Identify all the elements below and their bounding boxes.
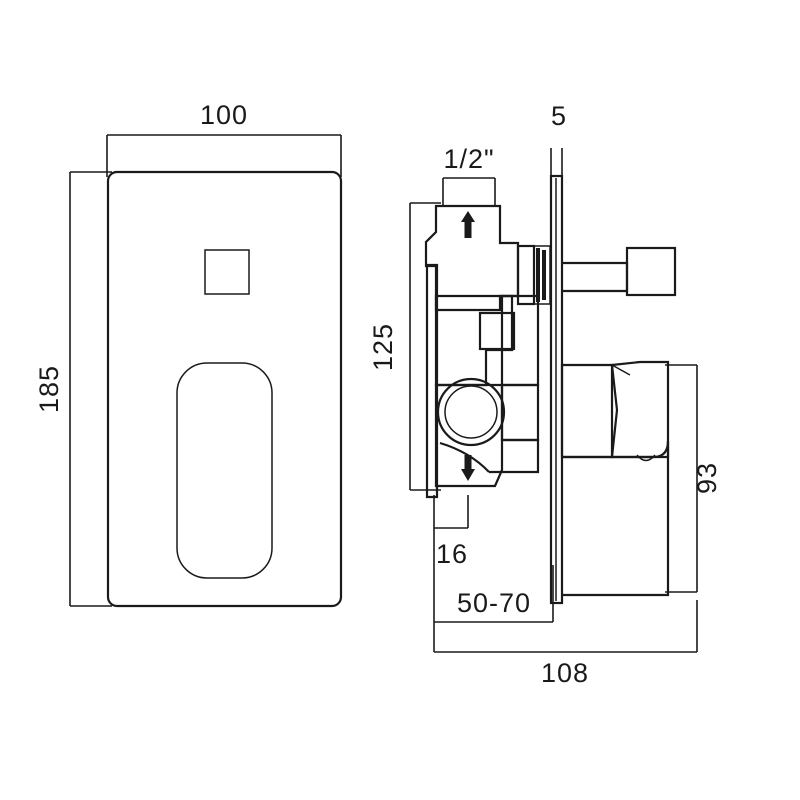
arrow-down-icon <box>461 455 475 481</box>
diverter-knob-square <box>478 311 516 351</box>
handle-base-block <box>560 363 614 459</box>
inlet-thread-value: 1/2" <box>443 144 494 174</box>
valve-body-neck <box>500 383 540 442</box>
gland-seal-2 <box>542 250 546 300</box>
front-elevation-view: 100 185 <box>34 100 343 608</box>
valve-mounting-rib <box>425 263 439 499</box>
inlet-thread-dimension: 1/2" <box>442 144 496 205</box>
valve-body-base-step <box>489 438 540 474</box>
valve-lower-chamfer <box>439 441 490 473</box>
body-height-dimension: 125 <box>368 202 441 491</box>
front-width-value: 100 <box>200 100 248 130</box>
front-height-value: 185 <box>34 365 64 413</box>
plate-thickness-value: 5 <box>551 101 567 131</box>
handle-height-value: 93 <box>692 462 722 494</box>
faceplate-outline <box>106 170 343 608</box>
side-section-view: 1/2" 5 125 93 16 <box>368 101 722 688</box>
front-height-dimension: 185 <box>34 171 112 607</box>
total-projection-value: 108 <box>541 658 589 688</box>
handle-split-line <box>611 364 631 376</box>
arrow-up-icon <box>461 211 475 238</box>
cartridge-port-inner-circle <box>444 385 498 439</box>
wall-depth-dimension: 50-70 <box>433 545 554 623</box>
handle-skirt-edge <box>562 441 670 597</box>
spindle-shaft <box>562 261 629 293</box>
lever-handle-assembly <box>560 360 670 597</box>
valve-inlet-body-outline <box>424 204 520 312</box>
handle-lever-body <box>610 360 670 459</box>
handle-thumb-recess <box>636 454 656 462</box>
outlet-offset-value: 16 <box>436 539 468 569</box>
outlet-offset-dimension: 16 <box>433 495 469 569</box>
cartridge-port-outer-circle <box>436 377 506 447</box>
gland-seal-1 <box>536 248 540 302</box>
lever-recess-outline <box>176 362 273 579</box>
diverter-button-square <box>204 249 250 295</box>
body-height-value: 125 <box>368 323 398 371</box>
diverter-spindle-assembly <box>562 246 677 297</box>
handle-height-dimension: 93 <box>665 364 722 593</box>
plate-thickness-dimension: 5 <box>550 101 567 176</box>
wall-depth-value: 50-70 <box>457 588 531 618</box>
total-projection-dimension: 108 <box>433 600 698 688</box>
diverter-knob-cap <box>625 246 677 297</box>
front-width-dimension: 100 <box>106 100 342 177</box>
